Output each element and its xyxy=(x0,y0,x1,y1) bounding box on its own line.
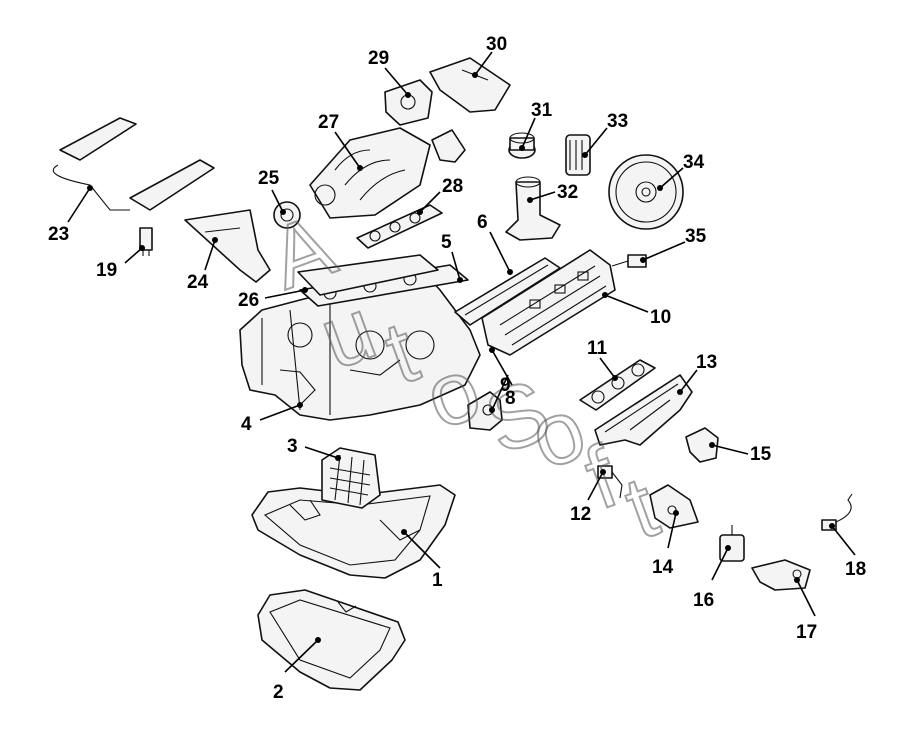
callout-2: 2 xyxy=(273,682,284,703)
part-30-cover xyxy=(429,57,511,113)
callout-27: 27 xyxy=(318,112,339,133)
part-10-valve-cover xyxy=(481,249,616,356)
callout-31: 31 xyxy=(531,100,553,121)
callout-10: 10 xyxy=(650,307,671,328)
callout-15: 15 xyxy=(750,444,772,465)
callout-25: 25 xyxy=(258,168,280,189)
callouts: 1 2 3 4 5 6 8 9 10 11 12 13 14 xyxy=(48,34,866,703)
callout-12: 12 xyxy=(570,504,591,525)
callout-24: 24 xyxy=(187,272,209,293)
callout-29: 29 xyxy=(368,48,389,69)
part-32-filler-neck xyxy=(505,176,561,241)
part-26-intake-lower xyxy=(297,254,439,296)
callout-32: 32 xyxy=(557,182,578,203)
part-9-timing-cover xyxy=(467,391,503,431)
callout-1: 1 xyxy=(432,570,443,591)
part-3-windage-tray xyxy=(321,447,381,509)
part-4-engine-block xyxy=(239,267,481,421)
callout-28: 28 xyxy=(442,176,463,197)
part-33-oil-filter xyxy=(565,134,591,176)
callout-30: 30 xyxy=(486,34,507,55)
part-1-oil-pan-upper xyxy=(251,484,456,579)
callout-17: 17 xyxy=(796,622,817,643)
part-15-bracket xyxy=(685,427,719,463)
callout-18: 18 xyxy=(845,559,866,580)
callout-26: 26 xyxy=(238,290,259,311)
part-16-mount xyxy=(719,525,745,562)
callout-14: 14 xyxy=(652,557,674,578)
callout-35: 35 xyxy=(685,226,707,247)
callout-9: 9 xyxy=(500,375,511,396)
callout-13: 13 xyxy=(696,352,717,373)
part-19-sensor xyxy=(139,227,153,256)
part-29-throttle-housing xyxy=(384,79,433,126)
part-28-intake-gasket xyxy=(356,204,443,249)
part-24-heat-shield xyxy=(184,209,271,283)
callout-19: 19 xyxy=(96,260,117,281)
callout-5: 5 xyxy=(441,232,452,253)
part-intake-bracket xyxy=(431,129,466,163)
part-18-sensor xyxy=(821,493,853,531)
callout-3: 3 xyxy=(287,436,298,457)
part-34-flywheel xyxy=(608,154,684,230)
part-17-bracket xyxy=(751,559,811,591)
callout-4: 4 xyxy=(241,414,252,435)
part-11-exhaust-gasket xyxy=(579,359,656,411)
part-23-fuel-rail xyxy=(52,117,215,211)
callout-16: 16 xyxy=(693,590,714,611)
part-27-intake-manifold xyxy=(309,127,431,219)
part-13-exhaust-manifold xyxy=(594,374,693,446)
callout-8: 8 xyxy=(505,388,516,409)
callout-33: 33 xyxy=(607,111,628,132)
callout-23: 23 xyxy=(48,224,69,245)
callout-34: 34 xyxy=(683,152,705,173)
part-2-oil-pan xyxy=(257,589,406,691)
callout-6: 6 xyxy=(477,212,488,233)
callout-11: 11 xyxy=(587,338,608,359)
